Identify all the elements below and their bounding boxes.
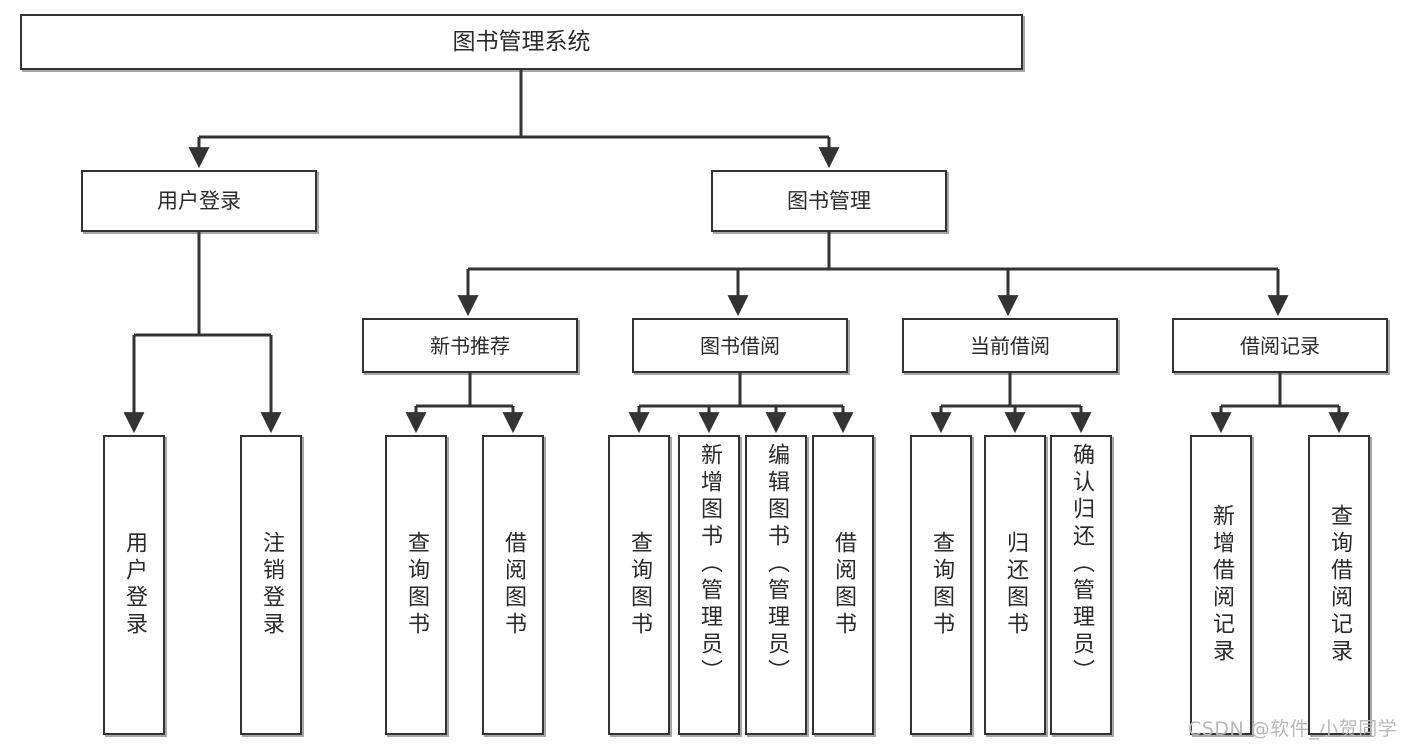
node-label: 借阅图书 xyxy=(831,531,856,639)
node-leaf-9[interactable]: 归还图书 xyxy=(984,435,1046,735)
node-leaf-8[interactable]: 查询图书 xyxy=(910,435,972,735)
node-label: 注销登录 xyxy=(259,531,284,639)
node-leaf-3[interactable]: 借阅图书 xyxy=(482,435,544,735)
node-label: 归还图书 xyxy=(1003,531,1028,639)
node-leaf-7[interactable]: 借阅图书 xyxy=(812,435,874,735)
node-leaf-11[interactable]: 新增借阅记录 xyxy=(1190,435,1252,735)
node-label: 图书借阅 xyxy=(700,333,780,358)
node-label: 当前借阅 xyxy=(970,333,1050,358)
node-leaf-1[interactable]: 注销登录 xyxy=(240,435,302,735)
node-label: 查询图书 xyxy=(404,531,429,639)
node-label: 确认归还（管理员） xyxy=(1069,443,1094,686)
node-leaf-12[interactable]: 查询借阅记录 xyxy=(1308,435,1370,735)
node-label: 图书管理系统 xyxy=(452,28,591,55)
node-level3-3[interactable]: 借阅记录 xyxy=(1172,318,1388,373)
node-leaf-10[interactable]: 确认归还（管理员） xyxy=(1050,435,1112,735)
node-label: 查询图书 xyxy=(627,531,652,639)
node-label: 图书管理 xyxy=(787,188,871,213)
node-leaf-5[interactable]: 新增图书（管理员） xyxy=(678,435,740,735)
node-label: 查询借阅记录 xyxy=(1327,504,1352,666)
node-level2-0[interactable]: 用户登录 xyxy=(81,170,317,232)
node-leaf-4[interactable]: 查询图书 xyxy=(608,435,670,735)
node-label: 新增图书（管理员） xyxy=(697,443,722,686)
node-level3-2[interactable]: 当前借阅 xyxy=(902,318,1118,373)
node-leaf-6[interactable]: 编辑图书（管理员） xyxy=(745,435,807,735)
node-label: 新增借阅记录 xyxy=(1209,504,1234,666)
node-label: 编辑图书（管理员） xyxy=(764,443,789,686)
node-level3-0[interactable]: 新书推荐 xyxy=(362,318,578,373)
node-level2-1[interactable]: 图书管理 xyxy=(711,170,947,232)
node-leaf-0[interactable]: 用户登录 xyxy=(103,435,165,735)
node-label: 查询图书 xyxy=(929,531,954,639)
node-label: 用户登录 xyxy=(157,188,241,213)
node-root[interactable]: 图书管理系统 xyxy=(20,14,1023,70)
node-label: 新书推荐 xyxy=(430,333,510,358)
node-leaf-2[interactable]: 查询图书 xyxy=(385,435,447,735)
node-label: 用户登录 xyxy=(122,531,147,639)
node-level3-1[interactable]: 图书借阅 xyxy=(632,318,848,373)
csdn-watermark: CSDN @软件_小贺同学 xyxy=(1188,718,1398,740)
node-label: 借阅图书 xyxy=(501,531,526,639)
node-label: 借阅记录 xyxy=(1240,333,1320,358)
